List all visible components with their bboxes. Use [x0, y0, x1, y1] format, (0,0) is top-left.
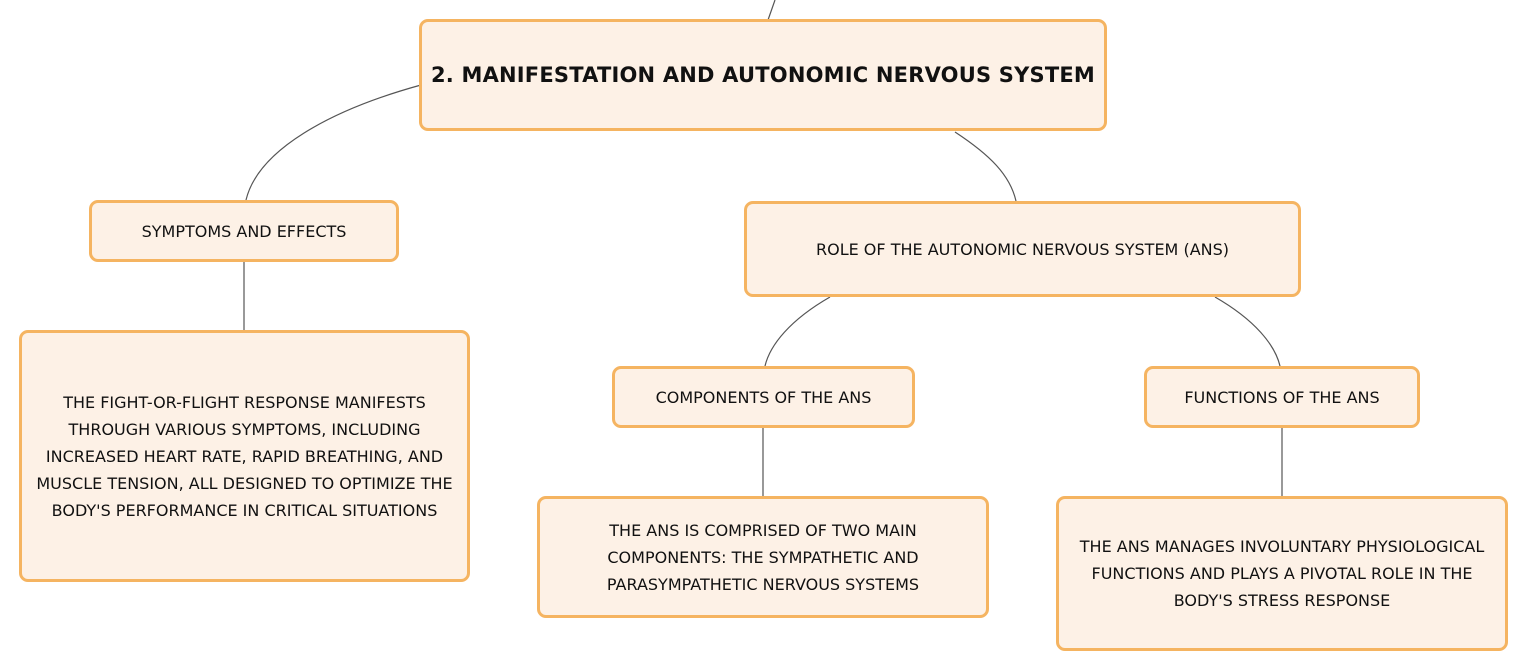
symptoms-node[interactable]: SYMPTOMS AND EFFECTS	[89, 200, 399, 262]
ans-role-node[interactable]: ROLE OF THE AUTONOMIC NERVOUS SYSTEM (AN…	[744, 201, 1301, 297]
symptoms-detail-node[interactable]: THE FIGHT-OR-FLIGHT RESPONSE MANIFESTS T…	[19, 330, 470, 582]
symptoms-node-label: SYMPTOMS AND EFFECTS	[141, 221, 347, 241]
root-node[interactable]: 2. MANIFESTATION AND AUTONOMIC NERVOUS S…	[419, 19, 1107, 131]
components-node[interactable]: COMPONENTS OF THE ANS	[612, 366, 915, 428]
connector-ans-role-to-functions	[1214, 296, 1281, 367]
connector-parent-to-root	[767, 0, 776, 21]
components-detail-node[interactable]: THE ANS IS COMPRISED OF TWO MAIN COMPONE…	[537, 496, 989, 618]
connector-ans-role-to-components	[764, 296, 831, 367]
connector-root-to-ans-role	[954, 131, 1017, 202]
components-detail-label: THE ANS IS COMPRISED OF TWO MAIN COMPONE…	[606, 520, 920, 594]
ans-role-node-label: ROLE OF THE AUTONOMIC NERVOUS SYSTEM (AN…	[815, 239, 1229, 259]
functions-node[interactable]: FUNCTIONS OF THE ANS	[1144, 366, 1420, 428]
functions-detail-node[interactable]: THE ANS MANAGES INVOLUNTARY PHYSIOLOGICA…	[1056, 496, 1508, 651]
functions-node-label: FUNCTIONS OF THE ANS	[1184, 387, 1380, 407]
symptoms-detail-label: THE FIGHT-OR-FLIGHT RESPONSE MANIFESTS T…	[36, 392, 453, 520]
connector-root-to-symptoms	[245, 84, 422, 201]
components-node-label: COMPONENTS OF THE ANS	[655, 387, 872, 407]
root-node-label: 2. MANIFESTATION AND AUTONOMIC NERVOUS S…	[430, 62, 1096, 87]
functions-detail-label: THE ANS MANAGES INVOLUNTARY PHYSIOLOGICA…	[1079, 537, 1485, 610]
